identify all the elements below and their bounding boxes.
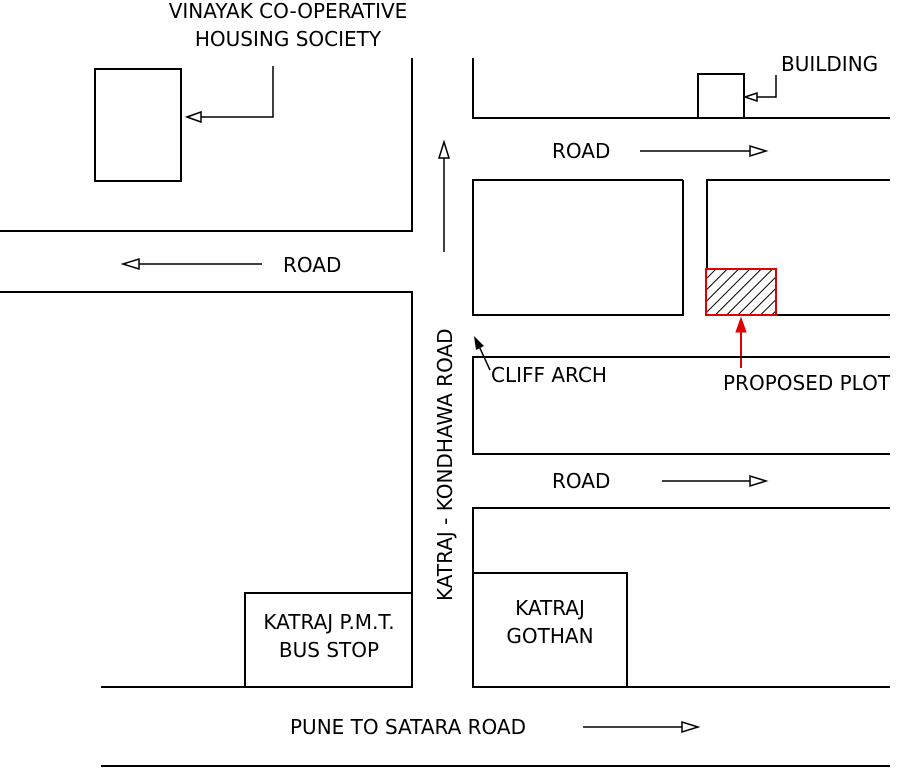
main-road-label: PUNE TO SATARA ROAD bbox=[290, 715, 526, 739]
cliff-arch-block bbox=[472, 356, 890, 455]
block-boundary-top-left bbox=[0, 58, 413, 232]
proposed-plot bbox=[705, 268, 777, 316]
building-pointer-head bbox=[742, 91, 758, 103]
gothan-label-line2: GOTHAN bbox=[506, 624, 593, 648]
building-box bbox=[697, 73, 745, 119]
main-road-arrow-head bbox=[681, 720, 701, 734]
society-building bbox=[94, 68, 182, 182]
road-top-arrow-head bbox=[749, 144, 769, 158]
building-pointer bbox=[756, 75, 777, 98]
gothan-box bbox=[473, 572, 628, 687]
block-middle bbox=[472, 179, 684, 316]
cliff-arch-pointer bbox=[478, 345, 491, 371]
proposed-plot-pointer-head bbox=[735, 316, 747, 333]
building-label: BUILDING bbox=[781, 52, 878, 76]
block-right-upper-edge bbox=[706, 179, 890, 269]
road-top-label: ROAD bbox=[552, 139, 610, 163]
block-boundary-bottom-right bbox=[472, 507, 890, 688]
society-label-line1: VINAYAK CO-OPERATIVE bbox=[169, 0, 408, 23]
proposed-plot-label: PROPOSED PLOT bbox=[723, 371, 891, 395]
road-left-label: ROAD bbox=[283, 253, 341, 277]
block-boundary-top-right bbox=[472, 58, 890, 119]
road-mid-arrow-head bbox=[749, 474, 769, 488]
road-mid-label: ROAD bbox=[552, 469, 610, 493]
cliff-arch-label: CLIFF ARCH bbox=[491, 363, 607, 387]
vertical-road-arrow-head bbox=[437, 139, 451, 159]
bus-stop-label-line2: BUS STOP bbox=[279, 638, 379, 662]
cliff-arch-pointer-head bbox=[474, 336, 484, 350]
bus-stop-box bbox=[244, 592, 413, 688]
road-left-arrow-head bbox=[120, 257, 140, 271]
gothan-label-line1: KATRAJ bbox=[515, 596, 585, 620]
society-pointer-head bbox=[184, 110, 202, 124]
society-pointer bbox=[200, 66, 274, 118]
vertical-road-label: KATRAJ - KONDHAWA ROAD bbox=[433, 328, 457, 601]
bus-stop-label-line1: KATRAJ P.M.T. bbox=[263, 610, 394, 634]
society-label-line2: HOUSING SOCIETY bbox=[195, 27, 382, 51]
